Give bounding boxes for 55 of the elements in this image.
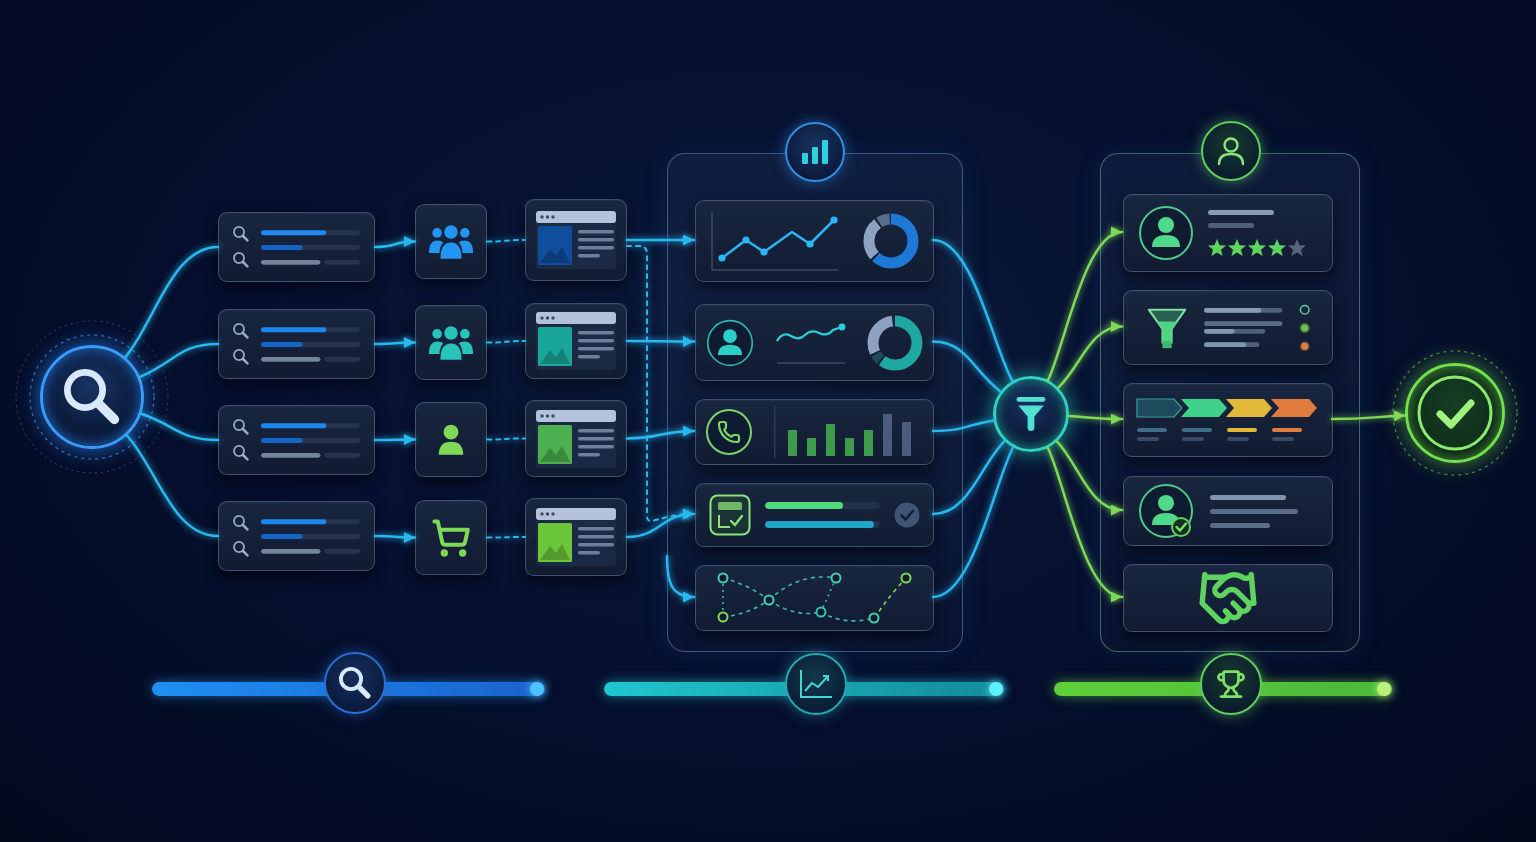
dotted-connector <box>486 340 526 344</box>
icon-tile <box>415 305 487 380</box>
analytics-card <box>695 483 934 547</box>
icon-tile <box>415 500 487 575</box>
analytics-card <box>695 304 934 381</box>
dotted-connector <box>486 239 526 243</box>
arrow <box>373 337 417 349</box>
arrow <box>625 336 696 347</box>
arrow <box>1046 446 1124 600</box>
connector-line <box>931 419 995 433</box>
connector-line <box>931 340 1002 393</box>
lead-card <box>1123 476 1333 546</box>
search-query-card <box>218 309 375 379</box>
connector-line <box>138 342 220 379</box>
dotted-connector <box>486 437 526 441</box>
arrow <box>1046 229 1124 382</box>
arrow <box>1067 413 1124 425</box>
search-query-card <box>218 212 375 282</box>
webpage-tile <box>525 199 627 281</box>
analytics-card <box>695 565 934 631</box>
arrow <box>625 425 696 440</box>
arrow <box>373 531 417 543</box>
connector-line <box>124 245 220 359</box>
lead-card <box>1123 194 1333 272</box>
connector-line <box>931 446 1015 599</box>
search-circle <box>40 345 144 449</box>
analytics-card <box>695 200 934 282</box>
connector-line <box>139 412 220 442</box>
connector-line <box>931 439 1006 516</box>
webpage-tile <box>525 303 627 379</box>
arrow <box>373 434 417 445</box>
connector-line <box>125 434 220 538</box>
search-query-card <box>218 501 375 571</box>
webpage-tile <box>525 498 627 576</box>
arrow <box>373 236 417 249</box>
lead-card <box>1123 290 1333 365</box>
dotted-connector <box>486 536 526 539</box>
icon-tile <box>415 402 487 477</box>
filter-circle <box>993 376 1069 452</box>
arrow <box>1057 322 1124 389</box>
analytics-card <box>695 399 934 465</box>
connector-line <box>931 238 1014 383</box>
success-circle <box>1405 363 1505 463</box>
webpage-tile <box>525 400 627 477</box>
dashboard-panel <box>667 153 963 652</box>
lead-card <box>1123 383 1333 457</box>
dotted-arrow <box>626 245 695 522</box>
arrow <box>625 234 696 246</box>
arrow <box>1055 440 1124 515</box>
lead-card <box>1123 564 1333 632</box>
icon-tile <box>415 204 487 279</box>
arrow <box>1330 410 1407 422</box>
lead-panel <box>1100 153 1360 652</box>
search-query-card <box>218 405 375 475</box>
arrow <box>665 554 696 602</box>
